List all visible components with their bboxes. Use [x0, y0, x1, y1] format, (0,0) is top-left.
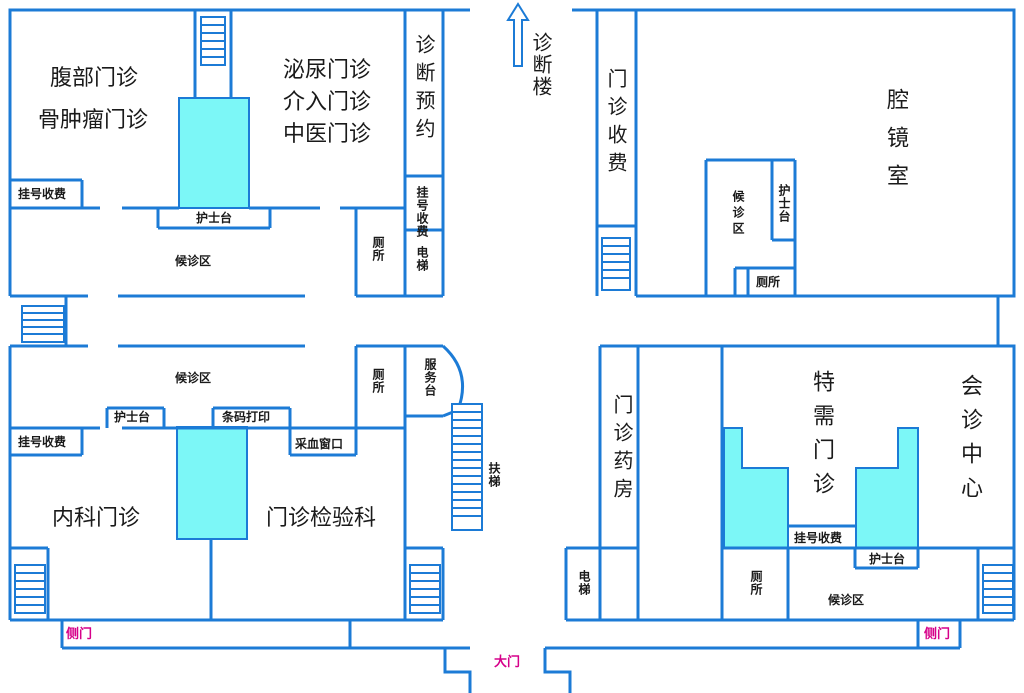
interventional-clinic-label: 介入门诊	[283, 90, 372, 115]
elevator-label-br: 电梯	[577, 570, 591, 596]
side-door-left-label: 侧门	[66, 627, 93, 642]
vip-clinic-label: 特需门诊	[809, 370, 834, 506]
diagnosis-building-label: 诊断楼	[529, 32, 553, 98]
endoscopy-room-label: 腔镜室	[883, 88, 908, 202]
wall-tl-outer	[8, 8, 470, 296]
vip-block-right	[855, 427, 919, 549]
lab-block	[176, 426, 248, 540]
toilet-label-tl: 厕所	[371, 236, 385, 262]
waiting-area-label-br: 候诊区	[828, 593, 865, 607]
nurse-station-label-bl: 护士台	[114, 410, 151, 424]
registration-label-bl: 挂号收费	[18, 435, 67, 449]
vip-block-left	[723, 427, 789, 549]
registration-label-tl: 挂号收费	[18, 187, 67, 201]
main-door-label: 大门	[494, 655, 521, 670]
toilet-label-tr: 厕所	[756, 275, 781, 289]
side-door-right-label: 侧门	[924, 627, 951, 642]
up-arrow-icon	[506, 2, 530, 67]
consultation-center-label: 会诊中心	[957, 374, 982, 510]
lab-label: 门诊检验科	[266, 506, 377, 531]
nurse-station-label-tl: 护士台	[196, 211, 233, 225]
waiting-area-label-tr: 候诊区	[731, 190, 745, 238]
waiting-area-label-tl: 候诊区	[175, 254, 212, 268]
blood-window-label: 采血窗口	[295, 437, 344, 451]
nurse-station-label-tr: 护士台	[777, 184, 791, 223]
urology-clinic-label: 泌尿门诊	[283, 58, 372, 83]
outpatient-billing-label: 门诊收费	[604, 68, 628, 180]
pharmacy-label: 门诊药房	[610, 394, 634, 506]
service-desk-label: 服务台	[423, 358, 437, 397]
registration-label-tl-right: 挂号收费	[415, 186, 429, 238]
diagnosis-booking-label: 诊断预约	[412, 34, 436, 146]
bone-tumor-clinic-label: 骨肿瘤门诊	[38, 108, 149, 133]
wall-tr-outer	[572, 8, 1016, 298]
stairs-icon	[14, 16, 1014, 614]
internal-medicine-label: 内科门诊	[52, 506, 141, 531]
tcm-clinic-label: 中医门诊	[283, 122, 372, 147]
wall-br-outer	[600, 344, 1016, 620]
abdomen-clinic-label: 腹部门诊	[50, 66, 139, 91]
toilet-label-br: 厕所	[749, 570, 763, 596]
main-door-left-post	[443, 648, 472, 693]
registration-label-br: 挂号收费	[794, 531, 843, 545]
main-door-right-post	[543, 648, 572, 693]
escalator-label: 扶梯	[487, 462, 501, 488]
nurse-station-label-br: 护士台	[869, 552, 906, 566]
elevator-label-tl: 电梯	[415, 246, 429, 272]
barcode-print-label: 条码打印	[222, 410, 271, 424]
waiting-area-label-bl: 候诊区	[175, 371, 212, 385]
nurse-station-block-top	[178, 97, 250, 209]
toilet-label-bl: 厕所	[371, 368, 385, 394]
